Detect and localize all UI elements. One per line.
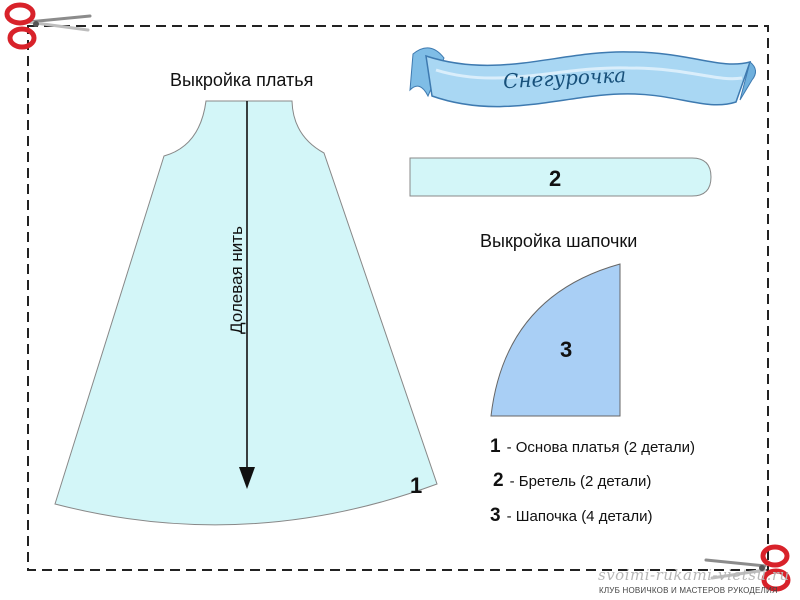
grain-line-arrow <box>239 101 255 489</box>
legend-text: Основа платья (2 детали) <box>515 439 695 456</box>
legend-text: Бретель (2 детали) <box>518 473 652 490</box>
dress-pattern-title: Выкройка платья <box>170 70 314 90</box>
legend-text: Шапочка (4 детали) <box>515 508 653 525</box>
dress-piece <box>54 100 438 526</box>
legend-item: 2- Бретель (2 детали) <box>493 470 651 492</box>
ribbon-banner <box>409 47 756 108</box>
strap-piece <box>409 157 712 197</box>
dress-piece-number: 1 <box>410 473 423 498</box>
strap-piece-number: 2 <box>549 166 562 191</box>
grain-line-label: Долевая нить <box>227 226 246 334</box>
watermark-url: svoimi-rukami-vietsu.ru <box>598 566 790 584</box>
legend-number: 1 <box>490 436 501 457</box>
legend-item: 3- Шапочка (4 детали) <box>490 505 652 527</box>
legend-number: 2 <box>493 470 504 491</box>
watermark-subtitle: КЛУБ НОВИЧКОВ И МАСТЕРОВ РУКОДЕЛИЯ <box>599 586 778 595</box>
scissors-icon-bottom-right <box>704 544 791 592</box>
legend-separator: - <box>509 473 515 490</box>
legend-number: 3 <box>490 505 501 526</box>
legend-separator: - <box>506 508 512 525</box>
legend-item: 1- Основа платья (2 детали) <box>490 436 695 458</box>
hat-piece <box>490 263 621 417</box>
hat-piece-number: 3 <box>560 337 573 362</box>
legend-separator: - <box>506 439 512 456</box>
scissors-icon-top-left <box>4 2 92 50</box>
hat-pattern-title: Выкройка шапочки <box>480 231 638 251</box>
